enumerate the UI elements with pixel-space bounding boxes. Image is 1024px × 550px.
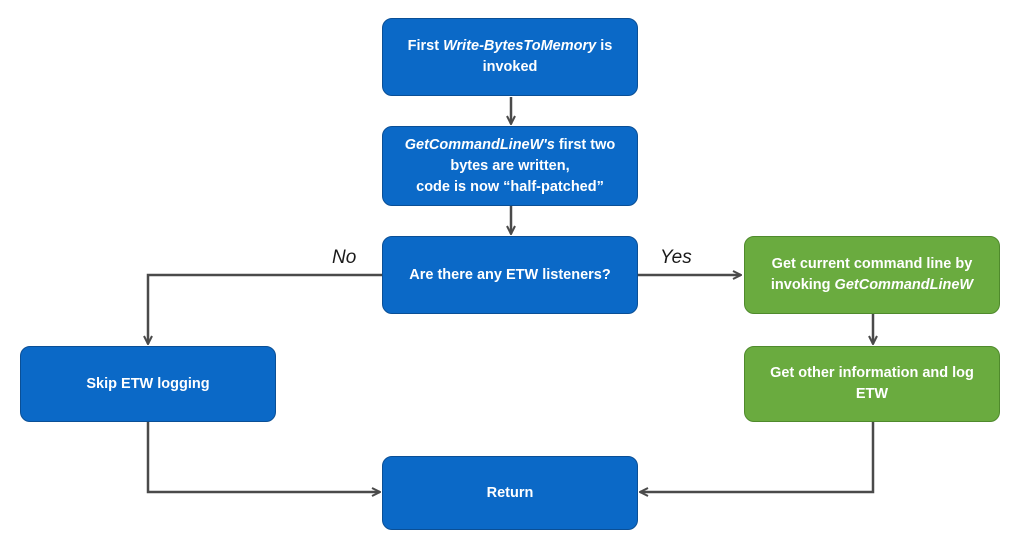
node-text: Return bbox=[486, 484, 534, 501]
node-return: Return bbox=[382, 456, 638, 530]
node-first-write-bytes: First Write-BytesToMemory is invoked bbox=[382, 18, 638, 96]
function-name: GetCommandLineW's bbox=[404, 136, 555, 153]
edge-label-no: No bbox=[332, 247, 357, 268]
node-text: Get other information and log ETW bbox=[770, 365, 974, 402]
node-text: Skip ETW logging bbox=[86, 375, 210, 392]
decision-etw-listeners: Are there any ETW listeners? bbox=[382, 236, 638, 314]
node-skip-etw-logging: Skip ETW logging bbox=[20, 346, 276, 422]
function-name: Write-BytesToMemory bbox=[443, 38, 597, 54]
node-text: is invoked bbox=[482, 38, 613, 75]
arrow-log-to-return bbox=[640, 422, 875, 492]
function-name: GetCommandLineW bbox=[834, 277, 974, 293]
node-text: Get current command line by invoking bbox=[770, 256, 973, 293]
node-text: first two bbox=[554, 136, 616, 153]
node-text: Are there any ETW listeners? bbox=[409, 266, 611, 283]
arrow-skip-to-return bbox=[146, 422, 380, 492]
node-text: bytes are written, bbox=[450, 157, 570, 174]
arrow-decide-to-skip bbox=[148, 273, 382, 344]
node-half-patched: GetCommandLineW's first two bytes are wr… bbox=[382, 126, 638, 206]
node-text: First bbox=[407, 38, 444, 54]
node-log-etw: Get other information and log ETW bbox=[744, 346, 1000, 422]
node-text: code is now “half-patched” bbox=[416, 178, 604, 195]
node-get-command-line: Get current command line by invoking Get… bbox=[744, 236, 1000, 314]
edge-label-yes: Yes bbox=[660, 247, 692, 268]
